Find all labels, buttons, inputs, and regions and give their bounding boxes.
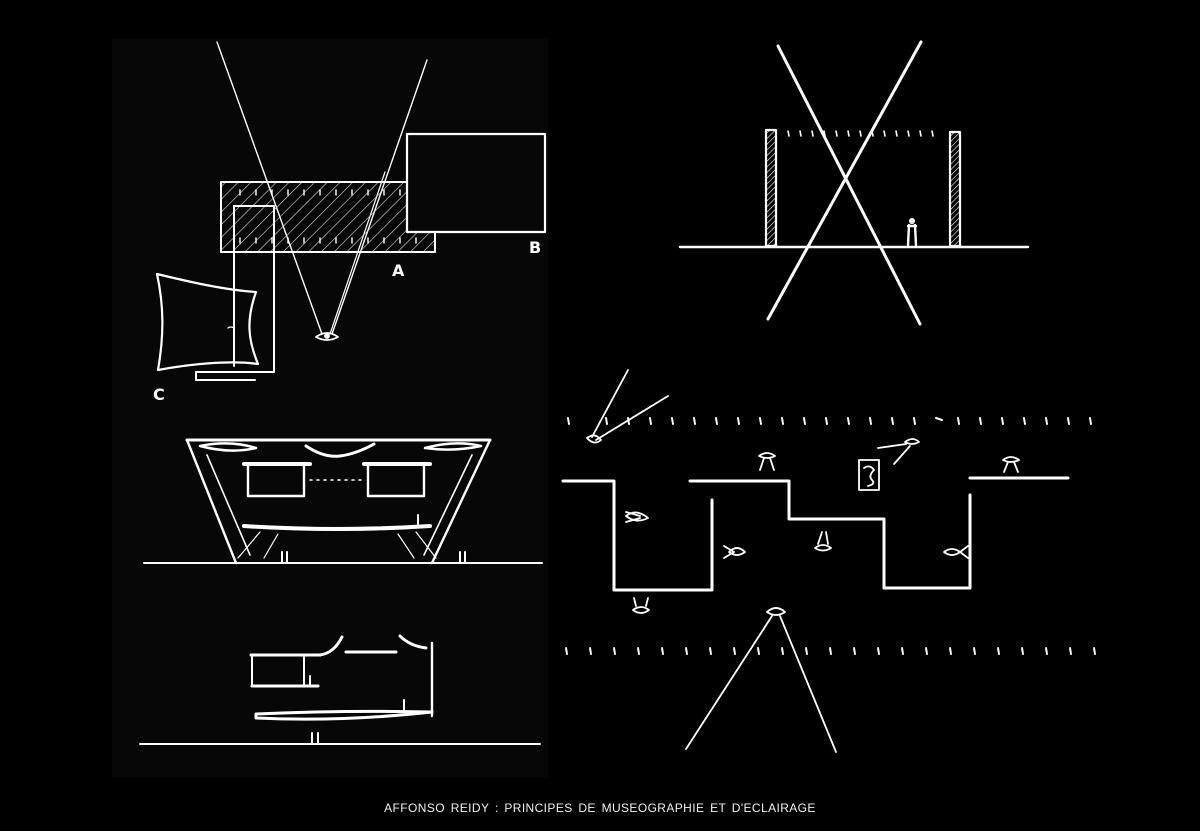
label-b: B xyxy=(529,238,541,257)
sketch-trapezoid-section xyxy=(143,438,543,565)
sketch-lower-section xyxy=(139,634,541,745)
sketch-viewer-cone xyxy=(565,607,1096,753)
caption: AFFONSO REIDY : PRINCIPES DE MUSEOGRAPHI… xyxy=(384,801,816,815)
sketch-viewing-cone-plan xyxy=(155,41,547,381)
label-c: C xyxy=(153,385,165,404)
sketch-crossing-sightlines xyxy=(678,40,1030,326)
sketch-zigzag-gallery xyxy=(561,369,1092,614)
label-a: A xyxy=(392,261,405,280)
